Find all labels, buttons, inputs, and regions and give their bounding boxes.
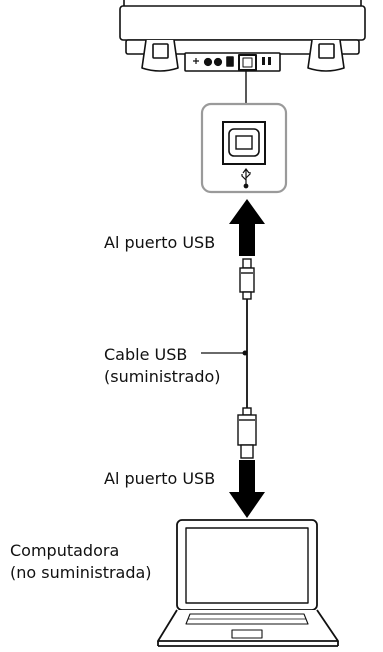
usb-port-callout (200, 102, 288, 194)
rear-panel-connectors (193, 54, 271, 71)
label-to-usb-port-bottom: Al puerto USB (104, 469, 216, 488)
usb-cable-icon (237, 258, 257, 459)
label-cable-line2: (suministrado) (104, 367, 221, 386)
label-computer-line2: (no suministrada) (10, 563, 152, 582)
laptop-icon (157, 519, 339, 647)
arrow-up-to-turntable (229, 199, 265, 256)
turntable-illustration (119, 0, 366, 72)
label-to-usb-port-top: Al puerto USB (104, 233, 216, 252)
label-cable-line1: Cable USB (104, 345, 188, 364)
usb-symbol-icon (241, 168, 251, 189)
label-computer-line1: Computadora (10, 541, 120, 560)
cable-label-dot (242, 350, 248, 356)
arrow-down-to-computer (229, 460, 265, 518)
